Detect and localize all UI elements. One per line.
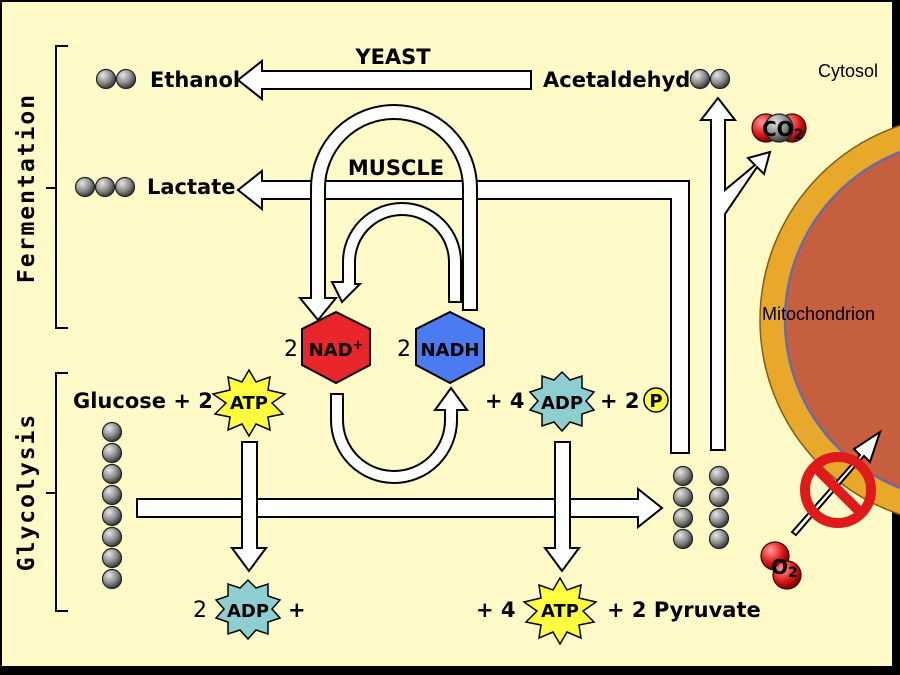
nadh-count: 2 [397, 337, 411, 362]
plus-4-adp-prefix: + 4 [485, 389, 525, 413]
mitochondrion [759, 124, 900, 516]
plus-bottom: + [288, 598, 306, 622]
ethanol-label: Ethanol [150, 68, 240, 92]
bottom-shadow [4, 667, 900, 675]
muscle-label: MUSCLE [348, 156, 444, 180]
acetaldehyde-label: Acetaldehyde [543, 68, 705, 92]
adp-burst-top [528, 370, 596, 433]
adp-top-label: ADP [541, 393, 583, 414]
cytosol-label: Cytosol [818, 61, 878, 81]
co2-molecule [751, 113, 807, 143]
pyruvate-label: + 2 Pyruvate [607, 598, 761, 622]
adp-bottom-label: ADP [227, 601, 269, 622]
nadh-label: NADH [420, 340, 479, 361]
glycolysis-nad-reduction-loop [330, 386, 469, 484]
nad-hexagon [301, 310, 371, 385]
yeast-nad-regeneration-loop [297, 104, 478, 322]
adp-burst-bottom [214, 578, 282, 641]
yeast-arrow [236, 58, 532, 102]
glucose-label: Glucose + 2 [73, 389, 213, 413]
muscle-nad-regeneration-loop [330, 202, 462, 304]
glycolysis-main-arrow [136, 486, 664, 530]
fermentation-bracket [46, 45, 68, 329]
no-entry-sign [800, 452, 876, 528]
atp-burst-top [211, 368, 287, 438]
pyruvate-to-acetaldehyde-arrow [698, 96, 772, 451]
phosphate-circle [643, 387, 669, 413]
atp-consumed-arrow [230, 441, 268, 573]
nadh-hexagon [415, 310, 485, 385]
plus-2-phosphate-prefix: + 2 [600, 389, 640, 413]
nad-count: 2 [284, 337, 298, 362]
yeast-label: YEAST [354, 45, 431, 69]
glycolysis-section-label: Glycolysis [14, 413, 40, 571]
mitochondrion-label: Mitochondrion [762, 304, 875, 324]
two-adp-prefix: 2 [193, 598, 207, 623]
adp-phosphorylation-arrow [543, 441, 581, 573]
glycolysis-bracket [46, 372, 68, 612]
atp-burst-bottom [522, 576, 598, 646]
nad-label: NAD+ [309, 338, 364, 361]
lactate-molecule [74, 176, 136, 198]
atp-bottom-label: ATP [541, 601, 579, 622]
o2-molecule [760, 541, 802, 590]
o2-label: O2 [771, 555, 798, 581]
co2-label: CO2 [762, 117, 803, 143]
lactate-label: Lactate [147, 175, 236, 199]
plus-4-atp-prefix: + 4 [476, 598, 516, 622]
phosphate-label: P [649, 391, 662, 412]
fermentation-section-label: Fermentation [14, 93, 40, 283]
atp-top-label: ATP [230, 393, 268, 414]
